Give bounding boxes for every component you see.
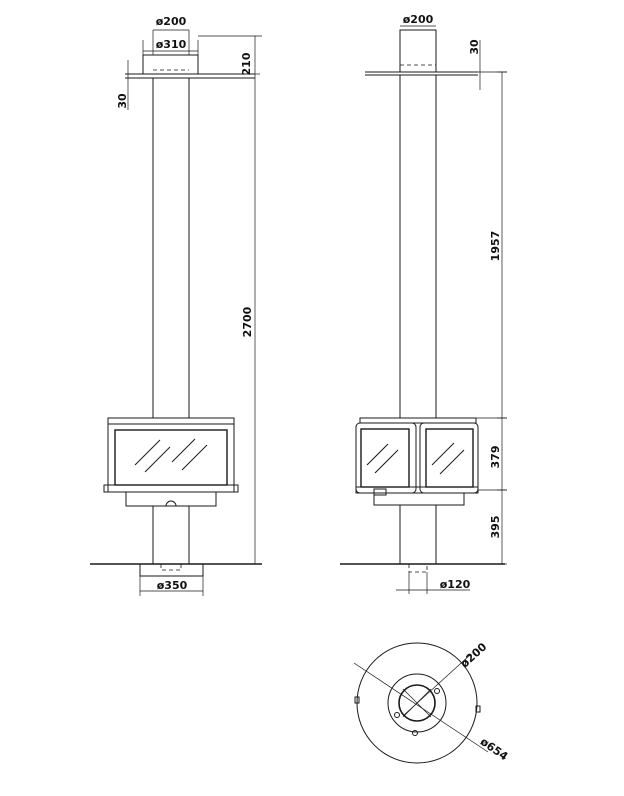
- front-top-collar: [142, 54, 199, 75]
- plan-bolt: [434, 688, 440, 694]
- front-sill: [103, 484, 239, 493]
- side-flue-height-label: 1957: [489, 231, 502, 262]
- plan-outer-leader: [353, 662, 489, 753]
- side-base-hidden: [408, 564, 428, 573]
- plan-bolt: [394, 712, 400, 718]
- front-base-diameter-label: ø350: [157, 579, 188, 592]
- side-pedestal: [399, 504, 437, 565]
- side-left-glass: [360, 428, 410, 488]
- side-view: ø200 30 1957 379 395 ø120: [340, 13, 507, 594]
- front-plate-offset-label: 210: [240, 52, 253, 75]
- front-drawer-handle: [165, 500, 177, 507]
- side-pedestal-height-label: 395: [489, 516, 502, 539]
- side-top-flue-diameter-label: ø200: [403, 13, 434, 26]
- plan-bolt: [412, 730, 418, 736]
- front-glass-reflection: [181, 444, 208, 471]
- plan-inner-diameter-label: ø200: [458, 640, 490, 670]
- plan-inner-leader: [403, 654, 471, 716]
- front-base-hidden: [160, 564, 182, 571]
- front-top-flue-diameter-label: ø200: [156, 15, 187, 28]
- plan-outer-diameter-label: ø654: [478, 735, 511, 763]
- front-base-plate: [139, 563, 204, 577]
- side-glass-reflection: [431, 442, 455, 466]
- side-glass-reflection: [366, 443, 389, 466]
- plan-lug-right: [475, 705, 481, 713]
- front-top-plate: [107, 417, 235, 425]
- side-glass-reflection: [374, 449, 399, 474]
- side-ash-drawer: [373, 492, 465, 506]
- side-right-glass: [425, 428, 474, 488]
- front-glass-reflection: [134, 439, 161, 466]
- side-top-collar: [399, 29, 437, 73]
- front-glass-reflection: [171, 438, 196, 463]
- front-plate-thickness-label: 30: [116, 93, 129, 109]
- plan-inner-circle: [398, 684, 436, 722]
- front-flue-pipe: [152, 77, 190, 419]
- front-view: ø200 ø310 210 30 2700 ø350: [90, 15, 262, 596]
- side-body-height-label: 379: [489, 446, 502, 469]
- side-plate-thickness-label: 30: [468, 39, 481, 55]
- side-top-plate: [359, 417, 477, 424]
- front-ash-drawer: [125, 491, 217, 507]
- side-glass-reflection: [439, 449, 465, 475]
- front-plate-diameter-label: ø310: [156, 38, 187, 51]
- side-handle: [373, 488, 387, 496]
- front-overall-height-label: 2700: [241, 306, 254, 337]
- front-pedestal: [152, 505, 190, 565]
- side-flue-pipe: [399, 74, 437, 419]
- plan-lug-left: [354, 696, 360, 704]
- side-pedestal-diameter-label: ø120: [440, 578, 471, 591]
- plan-view: ø200 ø654: [353, 640, 511, 764]
- front-glass-reflection: [144, 446, 171, 473]
- front-glass-door: [114, 429, 228, 486]
